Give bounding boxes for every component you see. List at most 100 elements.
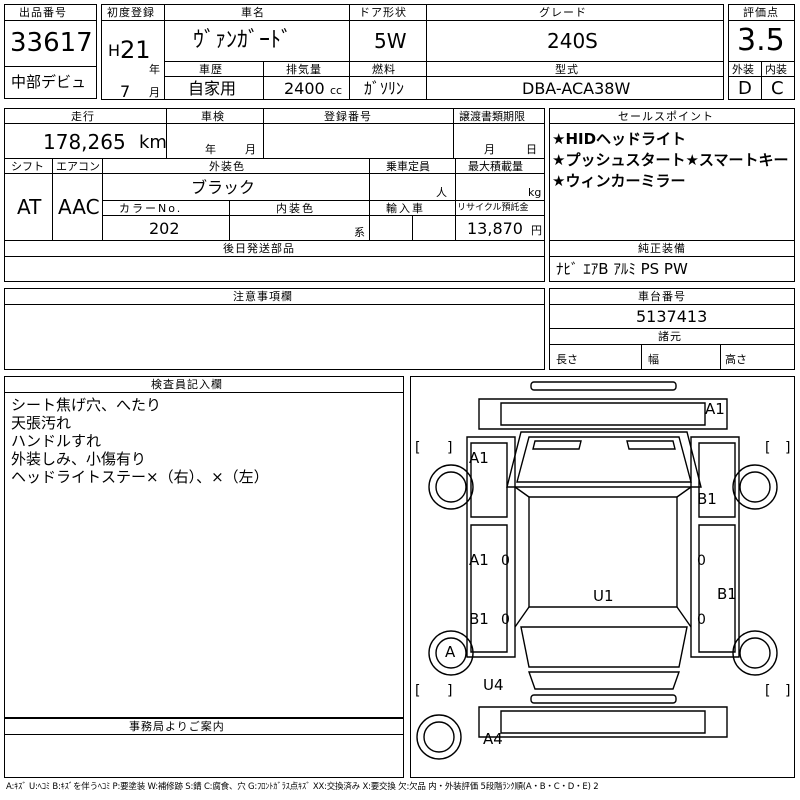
reg-month: 7	[120, 82, 131, 101]
diagram-bracket: ]	[447, 440, 452, 456]
load-cell: kg	[455, 173, 545, 201]
model-label-cell: 型式	[426, 61, 724, 77]
color-no-label: カラーNo.	[119, 202, 183, 215]
inspection-label-cell: 車検	[166, 108, 264, 124]
width-label: 幅	[648, 353, 659, 366]
sales-cell: ★HIDヘッドライト★プッシュスタート★スマートキー★ウィンカーミラー	[549, 123, 795, 241]
inspector-note: 天張汚れ	[11, 414, 72, 432]
interior-cell: C	[761, 76, 795, 100]
color-label-cell: 外装色	[102, 158, 370, 174]
recycle-unit: 円	[531, 224, 542, 237]
damage-mark: U1	[593, 587, 614, 605]
history-value: 自家用	[188, 79, 237, 98]
color-no-label-cell: カラーNo.	[102, 200, 230, 216]
mileage-unit: km	[139, 132, 167, 153]
first-reg-label: 初度登録	[107, 6, 155, 19]
first-reg-cell: H 21 年 7 月	[101, 20, 165, 100]
damage-mark: A1	[705, 400, 725, 418]
equipment-cell: ﾅﾋﾞ ｴｱB ｱﾙﾐ PS PW	[549, 256, 795, 282]
height-cell: 高さ	[720, 344, 795, 370]
load-label-cell: 最大積載量	[455, 158, 545, 174]
first-reg-label-cell: 初度登録	[101, 4, 165, 21]
reg-no-label: 登録番号	[324, 110, 372, 123]
int-color-label: 内装色	[276, 202, 315, 215]
fuel-label-cell: 燃料	[349, 61, 427, 77]
door-label-cell: ドア形状	[349, 4, 427, 21]
displacement-value: 2400	[284, 79, 325, 98]
car-name-label: 車名	[241, 6, 265, 19]
transfer-label: 譲渡書類期限	[459, 110, 525, 123]
notice-cell	[4, 304, 545, 370]
ac-value: AAC	[58, 195, 100, 219]
load-label: 最大積載量	[468, 160, 523, 173]
color-no-cell: 202	[102, 215, 230, 241]
office-cell	[4, 734, 404, 778]
inspector-note: ヘッドライトステー×（右）、×（左）	[11, 468, 269, 486]
shift-cell: AT	[4, 173, 53, 241]
model-label: 型式	[555, 63, 579, 76]
year-unit: 年	[149, 63, 160, 76]
exterior-value: D	[738, 78, 752, 99]
diagram-bracket: ]	[785, 440, 790, 456]
length-label: 長さ	[556, 353, 578, 366]
exterior-label: 外装	[732, 63, 754, 76]
inspection-month: 月	[245, 143, 256, 156]
int-color-label-cell: 内装色	[229, 200, 370, 216]
notice-label: 注意事項欄	[233, 290, 293, 303]
later-parts-label-cell: 後日発送部品	[4, 240, 545, 257]
diagram-gauge: 0	[697, 553, 706, 569]
exterior-label-cell: 外装	[728, 61, 762, 77]
era: H	[108, 41, 121, 60]
capacity-cell: 人	[369, 173, 456, 201]
rating-cell: 3.5	[728, 20, 795, 62]
fuel-label: 燃料	[372, 63, 396, 76]
equipment-value: ﾅﾋﾞ ｴｱB ｱﾙﾐ PS PW	[556, 260, 688, 278]
diagram-gauge: 0	[501, 553, 510, 569]
damage-mark: B1	[697, 490, 717, 508]
damage-mark: A4	[483, 730, 503, 748]
transfer-label-cell: 譲渡書類期限	[453, 108, 545, 124]
shift-label: シフト	[11, 160, 44, 173]
rating-value: 3.5	[737, 23, 785, 58]
import-label: 輸入車	[386, 202, 425, 215]
color-label: 外装色	[209, 160, 245, 173]
color-cell: ブラック	[102, 173, 370, 201]
interior-value: C	[771, 78, 784, 99]
transfer-cell: 月 日	[453, 123, 545, 159]
sales-label-cell: セールスポイント	[549, 108, 795, 124]
dims-label: 諸元	[658, 330, 682, 343]
reg-no-label-cell: 登録番号	[263, 108, 454, 124]
door-cell: 5W	[349, 20, 427, 62]
damage-mark: B1	[469, 610, 489, 628]
inspector-note: 外装しみ、小傷有り	[11, 450, 147, 468]
inspector-notes: シート焦げ穴、へたり天張汚れハンドルすれ外装しみ、小傷有りヘッドライトステー×（…	[4, 392, 404, 718]
lot-label-cell: 出品番号	[4, 4, 97, 21]
chassis-value: 5137413	[636, 307, 708, 326]
grade-cell: 240S	[426, 20, 724, 62]
length-cell: 長さ	[549, 344, 642, 370]
inspector-label-cell: 検査員記入欄	[4, 376, 404, 393]
diagram-bracket: [	[415, 683, 420, 699]
diagram-bracket: [	[415, 440, 420, 456]
car-name-cell: ｳﾞｧﾝｶﾞｰﾄﾞ	[164, 20, 350, 62]
rating-label-cell: 評価点	[728, 4, 795, 21]
recycle-value: 13,870	[467, 219, 523, 238]
mileage-label: 走行	[71, 110, 95, 123]
door-value: 5W	[374, 29, 407, 53]
damage-mark: A1	[469, 551, 489, 569]
ac-cell: AAC	[52, 173, 103, 241]
mileage-label-cell: 走行	[4, 108, 167, 124]
history-label-cell: 車歴	[164, 61, 264, 77]
model-cell: DBA-ACA38W	[426, 76, 724, 100]
car-name: ｳﾞｧﾝｶﾞｰﾄﾞ	[193, 28, 293, 53]
ac-label-cell: エアコン	[52, 158, 103, 174]
lot-number-cell: 33617	[4, 20, 97, 67]
int-color-cell: 系	[229, 215, 370, 241]
transfer-month: 月	[484, 143, 495, 156]
door-label: ドア形状	[359, 6, 407, 19]
chassis-cell: 5137413	[549, 304, 795, 329]
recycle-label-cell: リサイクル預託金	[455, 200, 545, 216]
dims-label-cell: 諸元	[549, 328, 795, 345]
